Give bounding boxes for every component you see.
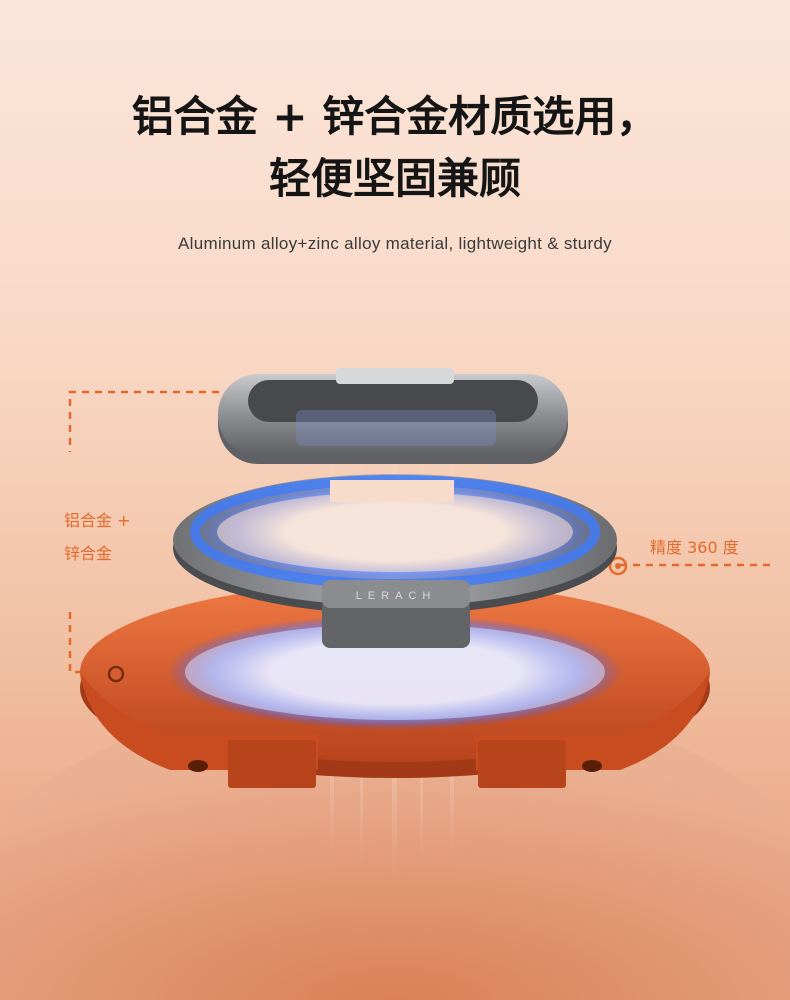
callout-precision: 精度 360 度 [650,538,739,557]
top-guide-line [68,390,258,452]
top-metal-holder [218,368,568,464]
middle-metal-ring: LERACH [173,474,617,648]
callout-material-line1: 铝合金 + [64,511,131,530]
bottom-guide-line [68,612,112,674]
callout-guides [68,390,770,674]
target-marker-bottom [107,665,125,683]
orange-base-ring [80,582,710,788]
callout-material: 铝合金 + 锌合金 [64,504,131,570]
headline-line-2: 轻便坚固兼顾 [268,154,521,203]
callout-material-line2: 锌合金 [64,544,113,563]
headline-line-1: 铝合金 + 锌合金材质选用， [131,92,659,141]
target-marker-right [608,556,628,576]
brand-mark: LERACH [356,590,437,602]
subtitle: Aluminum alloy+zinc alloy material, ligh… [178,234,612,253]
